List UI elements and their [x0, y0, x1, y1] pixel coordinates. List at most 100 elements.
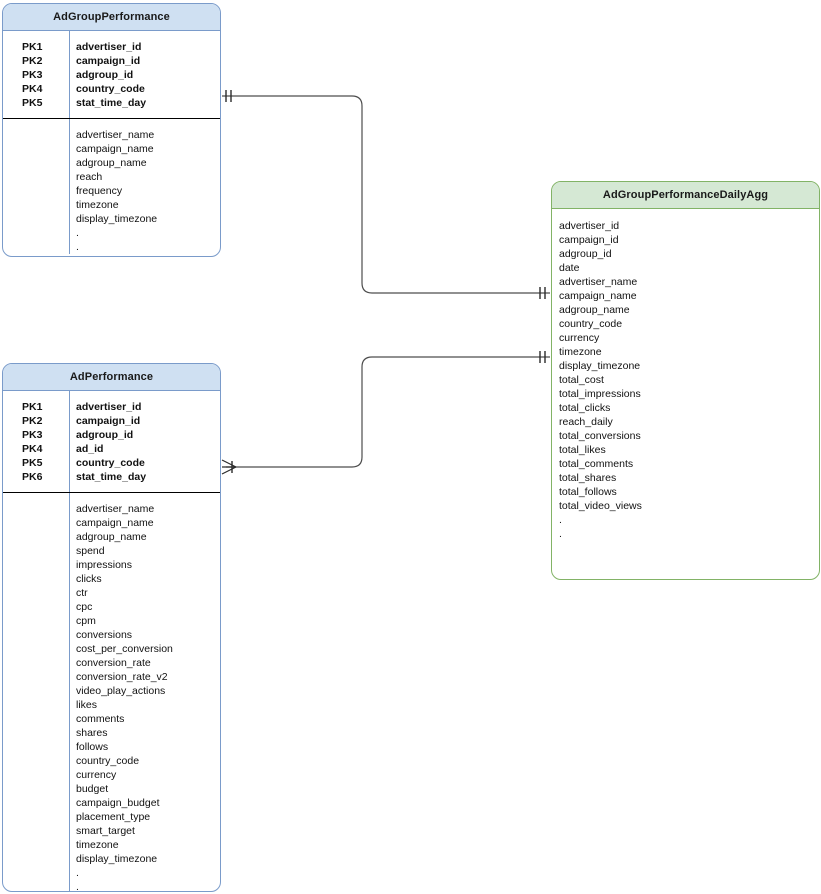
pk-column: advertiser_id — [76, 401, 142, 413]
pk-label: PK2 — [22, 415, 43, 427]
attribute: conversion_rate — [76, 657, 151, 669]
pk-label: PK6 — [22, 471, 43, 483]
attr-spacer-column — [3, 118, 69, 254]
attribute: ctr — [76, 587, 88, 599]
attribute: timezone — [76, 839, 119, 851]
pk-label: PK1 — [22, 401, 43, 413]
column-divider — [69, 391, 70, 891]
attribute: currency — [559, 332, 600, 344]
attribute: campaign_name — [559, 290, 637, 302]
attribute: timezone — [559, 346, 602, 358]
attribute: total_shares — [559, 472, 617, 484]
attribute-section-adgroup-performance: advertiser_name campaign_name adgroup_na… — [3, 118, 220, 254]
pk-label: PK3 — [22, 429, 43, 441]
attribute: campaign_name — [76, 517, 154, 529]
connector-line-adgroup-to-agg — [222, 95, 550, 294]
attribute: adgroup_name — [76, 531, 147, 543]
attribute: . — [559, 528, 562, 540]
attribute: display_timezone — [76, 213, 158, 225]
attribute: . — [76, 867, 79, 879]
attribute: reach_daily — [559, 416, 613, 428]
relationship-ad-to-agg[interactable] — [221, 351, 550, 475]
attribute: adgroup_id — [559, 248, 612, 260]
attribute-column-names: advertiser_name campaign_name adgroup_na… — [69, 118, 220, 254]
entity-adgroup-performance[interactable]: AdGroupPerformance PK1 PK2 PK3 PK4 PK5 a… — [2, 3, 221, 257]
attribute: cpm — [76, 615, 96, 627]
pk-column: stat_time_day — [76, 471, 147, 483]
attribute: cost_per_conversion — [76, 643, 173, 655]
attribute: total_clicks — [559, 402, 611, 414]
attribute: video_play_actions — [76, 685, 166, 697]
pk-label: PK4 — [22, 83, 43, 95]
attribute: total_cost — [559, 374, 604, 386]
attribute: . — [559, 514, 562, 526]
attribute: conversions — [76, 629, 133, 641]
cardinality-many-crowsfoot — [221, 459, 237, 475]
pk-label: PK2 — [22, 55, 43, 67]
attribute: comments — [76, 713, 125, 725]
attribute: total_follows — [559, 486, 617, 498]
attribute: impressions — [76, 559, 133, 571]
attribute: country_code — [76, 755, 140, 767]
attribute-section-ad-performance: advertiser_name campaign_name adgroup_na… — [3, 492, 220, 891]
pk-column: country_code — [76, 83, 145, 95]
attribute: total_comments — [559, 458, 634, 470]
attribute: budget — [76, 783, 109, 795]
attribute: smart_target — [76, 825, 135, 837]
pk-column: adgroup_id — [76, 69, 134, 81]
entity-body-adgroup-performance: PK1 PK2 PK3 PK4 PK5 advertiser_id campai… — [3, 31, 220, 254]
attribute: frequency — [76, 185, 123, 197]
attribute: campaign_budget — [76, 797, 160, 809]
entity-body-adgroup-performance-daily-agg: advertiser_id campaign_id adgroup_id dat… — [552, 209, 819, 541]
entity-ad-performance[interactable]: AdPerformance PK1 PK2 PK3 PK4 PK5 PK6 ad… — [2, 363, 221, 892]
attribute: total_conversions — [559, 430, 641, 442]
attribute: timezone — [76, 199, 119, 211]
connector-line-ad-to-agg — [226, 356, 550, 468]
entity-title-ad-performance: AdPerformance — [3, 364, 220, 391]
attribute: total_impressions — [559, 388, 641, 400]
attribute: display_timezone — [76, 853, 158, 865]
relationship-adgroup-to-agg[interactable] — [222, 90, 550, 299]
attribute: follows — [76, 741, 109, 753]
attribute: country_code — [559, 318, 623, 330]
pk-label: PK4 — [22, 443, 43, 455]
attribute: spend — [76, 545, 105, 557]
attribute: reach — [76, 171, 103, 183]
pk-column: advertiser_id — [76, 41, 142, 53]
pk-label: PK5 — [22, 97, 43, 109]
attribute: shares — [76, 727, 108, 739]
attribute: campaign_name — [76, 143, 154, 155]
entity-body-ad-performance: PK1 PK2 PK3 PK4 PK5 PK6 advertiser_id ca… — [3, 391, 220, 891]
pk-column-names: advertiser_id campaign_id adgroup_id cou… — [69, 31, 220, 118]
pk-column: ad_id — [76, 443, 104, 455]
attribute: campaign_id — [559, 234, 619, 246]
attribute: currency — [76, 769, 117, 781]
attribute: total_likes — [559, 444, 606, 456]
pk-column: campaign_id — [76, 55, 141, 67]
pk-attribute-separator — [3, 492, 220, 493]
entity-adgroup-performance-daily-agg[interactable]: AdGroupPerformanceDailyAgg advertiser_id… — [551, 181, 820, 580]
pk-attribute-separator — [3, 118, 220, 119]
pk-label: PK1 — [22, 41, 43, 53]
pk-column: country_code — [76, 457, 145, 469]
attribute: conversion_rate_v2 — [76, 671, 168, 683]
pk-section-ad-performance: PK1 PK2 PK3 PK4 PK5 PK6 advertiser_id ca… — [3, 391, 220, 492]
entity-title-adgroup-performance-daily-agg: AdGroupPerformanceDailyAgg — [552, 182, 819, 209]
attribute-column-names: advertiser_name campaign_name adgroup_na… — [69, 492, 220, 891]
column-divider — [69, 31, 70, 254]
entity-title-adgroup-performance: AdGroupPerformance — [3, 4, 220, 31]
attribute: advertiser_id — [559, 220, 620, 232]
attribute: . — [76, 227, 79, 239]
pk-column: adgroup_id — [76, 429, 134, 441]
attribute: date — [559, 262, 580, 274]
attribute: advertiser_name — [76, 503, 155, 515]
attribute: advertiser_name — [76, 129, 155, 141]
attribute: . — [76, 241, 79, 253]
attribute: total_video_views — [559, 500, 642, 512]
pk-column: campaign_id — [76, 415, 141, 427]
attr-spacer-column — [3, 492, 69, 891]
attribute: cpc — [76, 601, 93, 613]
pk-label: PK3 — [22, 69, 43, 81]
pk-column: stat_time_day — [76, 97, 147, 109]
